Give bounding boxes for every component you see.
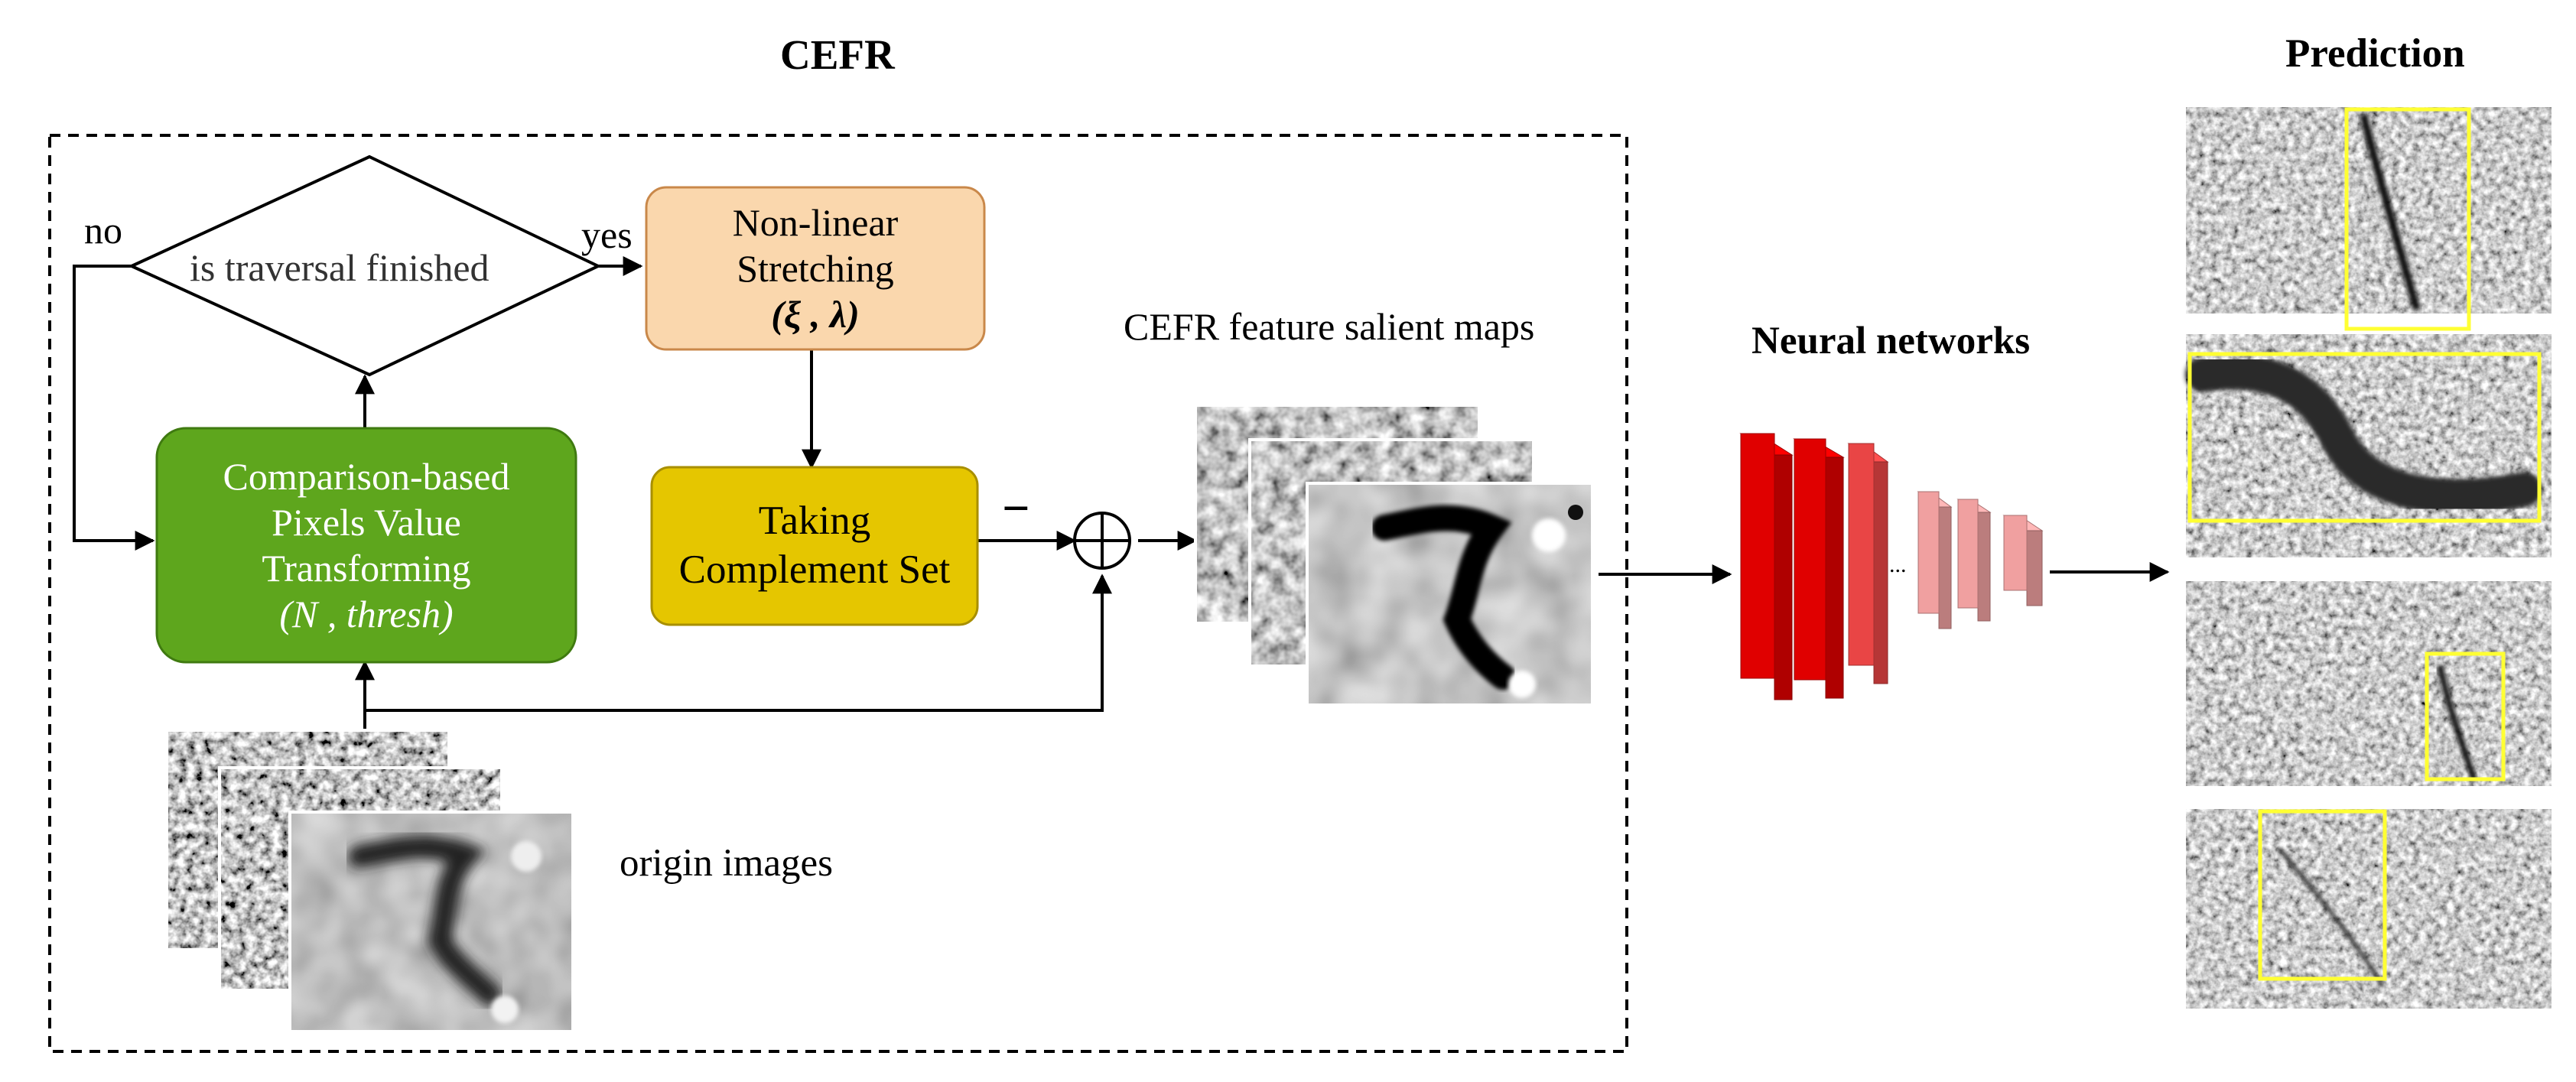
- minus-sign: −: [1002, 481, 1030, 535]
- prediction-image-1: [2186, 107, 2552, 331]
- stretch-line1: Non-linear: [732, 201, 899, 244]
- nn-block-5: [1956, 499, 1992, 622]
- prediction-bbox: [2258, 809, 2387, 981]
- prediction-bbox: [2344, 107, 2471, 331]
- salient-maps-label: CEFR feature salient maps: [1124, 305, 1535, 348]
- yes-label: yes: [581, 213, 633, 256]
- prediction-bbox: [2425, 651, 2506, 781]
- nonlinear-stretching-text: Non-linear Stretching (ξ , λ): [646, 187, 984, 349]
- comparison-transforming-text: Comparison-based Pixels Value Transformi…: [157, 428, 576, 662]
- nn-block-6: [2002, 515, 2044, 606]
- salient-maps-stack: [1194, 404, 1594, 707]
- nn-block-3: [1847, 443, 1889, 684]
- complement-line1: Taking: [758, 499, 871, 544]
- nonlinear-stretching-box: [645, 186, 986, 351]
- plus-operator-icon: [1073, 512, 1131, 570]
- decision-label: is traversal finished: [190, 246, 490, 289]
- nn-block-2: [1793, 438, 1845, 699]
- compare-params: (N , thresh): [279, 593, 454, 635]
- origin-to-plus-line: [365, 573, 1112, 712]
- stretch-line2: Stretching: [737, 247, 894, 290]
- prediction-image-3: [2186, 581, 2552, 786]
- svg-text:...: ...: [1889, 552, 1907, 577]
- neural-networks-title: Neural networks: [1751, 320, 2031, 362]
- compare-line1: Comparison-based: [223, 455, 510, 498]
- prediction-title: Prediction: [2285, 31, 2465, 76]
- prediction-image-4: [2186, 809, 2552, 1009]
- no-loop-line: [73, 265, 155, 551]
- neural-network-icon: ...: [1739, 433, 2044, 700]
- complement-set-text: Taking Complement Set: [652, 467, 977, 625]
- prediction-bbox: [2187, 352, 2542, 523]
- compare-line3: Transforming: [262, 547, 471, 590]
- compare-line2: Pixels Value: [272, 501, 461, 544]
- comparison-transforming-box: [155, 427, 577, 664]
- origin-images-label: origin images: [620, 842, 834, 885]
- nn-block-1: [1739, 433, 1794, 700]
- nn-block-4: [1917, 491, 1953, 629]
- cefr-title: CEFR: [780, 31, 895, 78]
- origin-images-stack: [165, 729, 574, 1033]
- prediction-image-2: [2185, 334, 2552, 557]
- complement-set-box: [650, 466, 979, 626]
- stretch-params: (ξ , λ): [771, 293, 860, 336]
- no-label: no: [84, 209, 122, 252]
- complement-line2: Complement Set: [678, 547, 951, 592]
